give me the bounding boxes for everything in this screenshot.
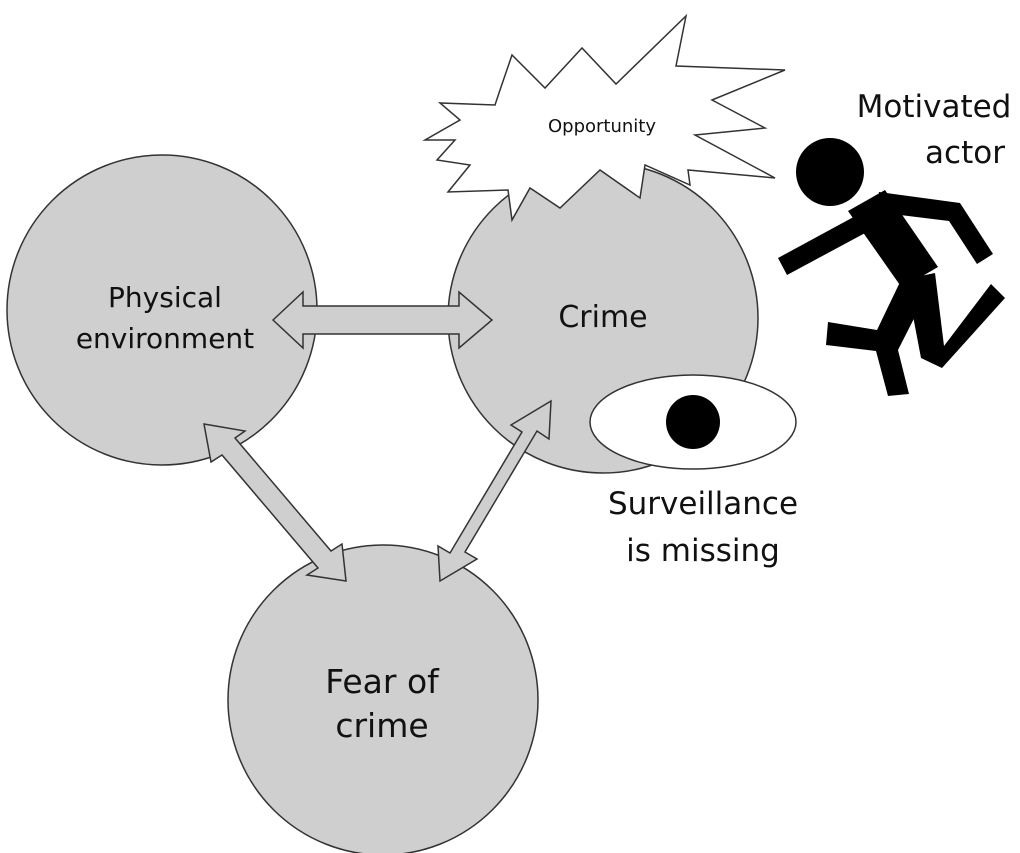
arrow-environment-fear <box>203 423 347 582</box>
node-fear-of-crime <box>227 544 539 853</box>
label-physical-line1: Physical <box>108 281 222 314</box>
running-figure-icon <box>778 138 1005 396</box>
eye-pupil-icon <box>666 395 720 449</box>
label-surveillance-line1: Surveillance <box>608 486 798 522</box>
label-physical-line2: environment <box>76 322 254 355</box>
label-motivated-line1: Motivated <box>857 89 1012 125</box>
label-crime: Crime <box>558 300 647 335</box>
label-surveillance-line2: is missing <box>626 533 780 569</box>
arrow-environment-crime <box>271 290 494 350</box>
label-motivated-line2: actor <box>925 135 1005 171</box>
label-fear-line2: crime <box>335 706 428 745</box>
arrow-crime-fear <box>437 399 552 583</box>
opportunity-burst <box>422 13 786 223</box>
label-fear-line1: Fear of <box>325 662 440 701</box>
label-opportunity: Opportunity <box>548 116 656 137</box>
